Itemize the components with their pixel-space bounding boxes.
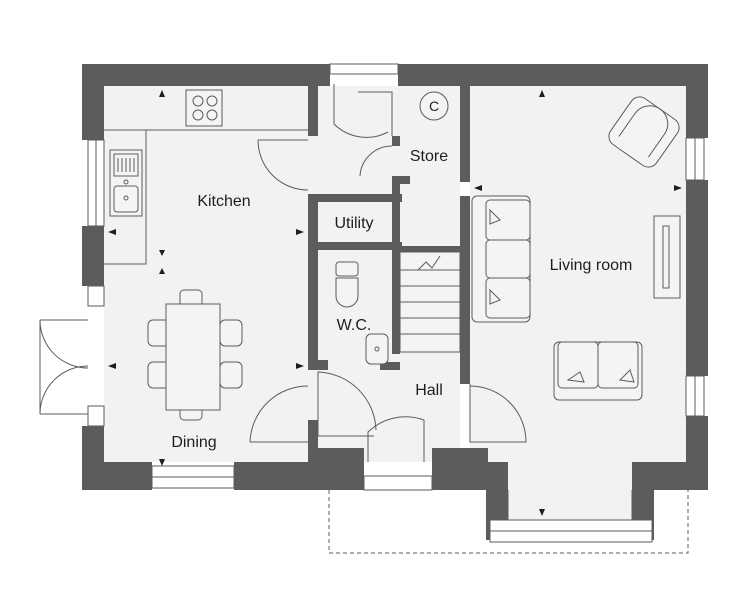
kitchen-label: Kitchen: [197, 193, 250, 210]
kitchen-worktop: [104, 129, 308, 265]
sink-icon: [109, 149, 143, 217]
dining-table-icon: [147, 289, 243, 421]
basin-icon: [365, 333, 389, 365]
inner-walls: [308, 86, 470, 462]
store-label: Store: [410, 148, 448, 165]
sofa-icon: [471, 195, 531, 323]
room-labels: Kitchen Store Utility W.C. Hall Living r…: [171, 148, 632, 451]
internal-doors: [249, 84, 527, 462]
boiler-cupboard-icon: C: [419, 91, 449, 121]
store-cupboard-label: C: [429, 98, 439, 114]
stairs-icon: [399, 251, 461, 353]
hob-icon: [185, 89, 223, 127]
wc-label: W.C.: [337, 317, 372, 334]
french-doors: [39, 319, 89, 415]
tv-unit-icon: [653, 215, 681, 299]
toilet-icon: [335, 261, 359, 308]
bay-outline: [328, 490, 689, 554]
living-room-label: Living room: [550, 257, 633, 274]
dining-label: Dining: [171, 434, 216, 451]
windows: [87, 63, 705, 543]
armchair-icon: [608, 96, 680, 168]
utility-label: Utility: [334, 215, 373, 232]
outer-walls: [82, 64, 708, 540]
sofa-icon-2: [553, 341, 643, 401]
marker-arrows: [108, 90, 682, 516]
hall-label: Hall: [415, 382, 443, 399]
